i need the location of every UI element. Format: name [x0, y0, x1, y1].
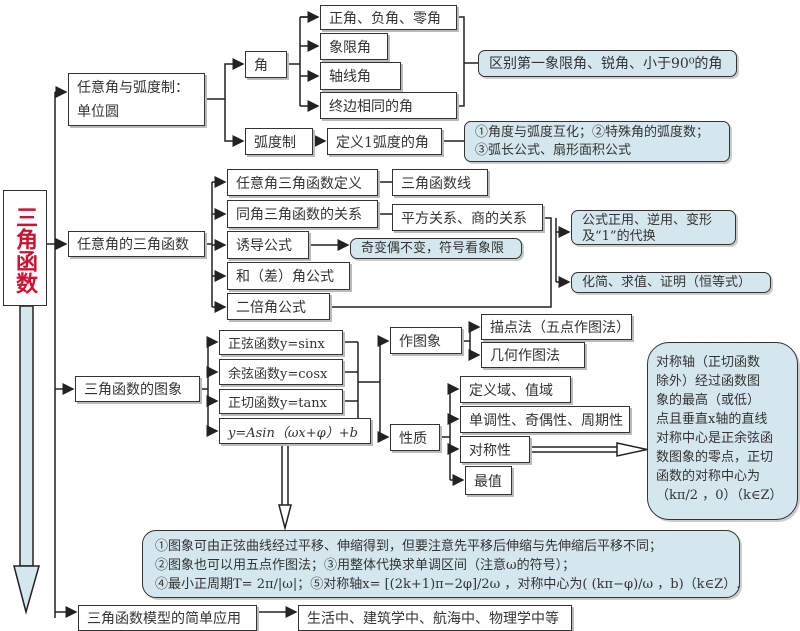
node-applications: 生活中、建筑学中、航海中、物理学中等 [298, 605, 572, 631]
node-trig-item: 和（差）角公式 [227, 262, 350, 290]
node-label: 任意角与弧度制： [77, 79, 189, 96]
node-angle-item: 象限角 [320, 33, 388, 60]
node-arbitrary-angle-radian: 任意角与弧度制： 单位圆 [68, 73, 205, 126]
note-line: ②图象也可以用五点作图法；③用整体代换求单调区间（注意ω的符号）； [155, 558, 576, 573]
node-angle: 角 [245, 51, 287, 78]
note-line: ①图象可由正弦曲线经过平移、伸缩得到，但要注意先平移后伸缩与先伸缩后平移不同； [155, 539, 663, 554]
note-radian: ①角度与弧度互化；②特殊角的弧度数； ③弧长公式、扇形面积公式 [464, 121, 730, 162]
node-properties: 性质 [390, 424, 440, 451]
note-symmetry: 对称轴（正切函数除外）经过函数图象的最高（或低） 点且垂直x轴的直线对称中心是正余… [647, 342, 798, 520]
note-line: 对称中心是正余弦函 [656, 431, 774, 446]
node-prop-item: 对称性 [460, 436, 530, 463]
node-func: 余弦函数y=cosx [219, 359, 343, 385]
note-graph-properties: ①图象可由正弦曲线经过平移、伸缩得到，但要注意先平移后伸缩与先伸缩后平移不同； ②… [142, 530, 740, 598]
note-line: 公式正用、逆用、变形 [582, 213, 713, 228]
note-line: （kπ/2 ，0）（k∈Z） [656, 488, 783, 503]
node-angle-item: 终边相同的角 [320, 92, 457, 119]
note-formula-use: 公式正用、逆用、变形及“1”的代换 [571, 210, 736, 245]
note-line: 对称轴（正切函数 [656, 355, 761, 370]
node-angle-item: 轴线角 [320, 62, 401, 90]
note-line: ④最小正周期T= 2π/|ω|；⑤对称轴x= [(2k+1)π−2φ]/2ω ，… [155, 577, 741, 592]
node-prop-item: 定义域、值域 [460, 376, 571, 403]
node-arbitrary-trig: 任意角的三角函数 [68, 231, 205, 257]
node-prop-item: 最值 [465, 466, 512, 495]
node-angle-item: 正角、负角、零角 [320, 5, 457, 30]
node-func: 正切函数y=tanx [219, 389, 343, 414]
note-line: ①角度与弧度互化；②特殊角的弧度数； [475, 125, 710, 140]
note-line: 象的最高（或低） [656, 393, 761, 408]
note-angle: 区别第一象限角、锐角、小于90⁰的角 [478, 50, 737, 77]
node-draw: 作图象 [390, 327, 462, 354]
root-title: 三角函数 [3, 190, 47, 306]
node-trig-item: 二倍角公式 [227, 293, 330, 320]
note-line: 数图象的零点，正切 [656, 450, 774, 465]
connector-lines [13, 11, 648, 618]
note-line: 函数的对称中心为 [656, 469, 761, 484]
node-trig-model: 三角函数模型的简单应用 [78, 605, 257, 631]
node-radian: 弧度制 [245, 128, 313, 155]
node-trig-item: 诱导公式 [227, 231, 309, 259]
node-radian-def: 定义1弧度的角 [327, 128, 442, 155]
note-line: ③弧长公式、扇形面积公式 [475, 143, 632, 158]
node-trig-item: 任意角三角函数定义 [227, 169, 378, 196]
node-trig-item: 同角三角函数的关系 [227, 200, 378, 228]
note-simplify: 化简、求值、证明（恒等式） [571, 272, 771, 293]
node-draw-item: 几何作图法 [481, 342, 585, 368]
node-func: y=Asin（ωx+φ）+b [219, 418, 371, 444]
node-label: 单位圆 [77, 103, 119, 120]
node-func: 正弦函数y=sinx [219, 330, 343, 355]
note-line: 及“1”的代换 [582, 229, 656, 244]
node-trig-graph: 三角函数的图象 [75, 376, 200, 402]
node-trig-line: 三角函数线 [392, 169, 488, 196]
node-draw-item: 描点法（五点作图法） [481, 314, 632, 340]
note-line: 除外）经过函数图 [656, 374, 761, 389]
note-line: 点且垂直x轴的直线 [656, 412, 768, 427]
node-prop-item: 单调性、奇偶性、周期性 [460, 406, 630, 433]
node-relations: 平方关系、商的关系 [392, 204, 543, 231]
note-induction: 奇变偶不变，符号看象限 [350, 238, 522, 259]
